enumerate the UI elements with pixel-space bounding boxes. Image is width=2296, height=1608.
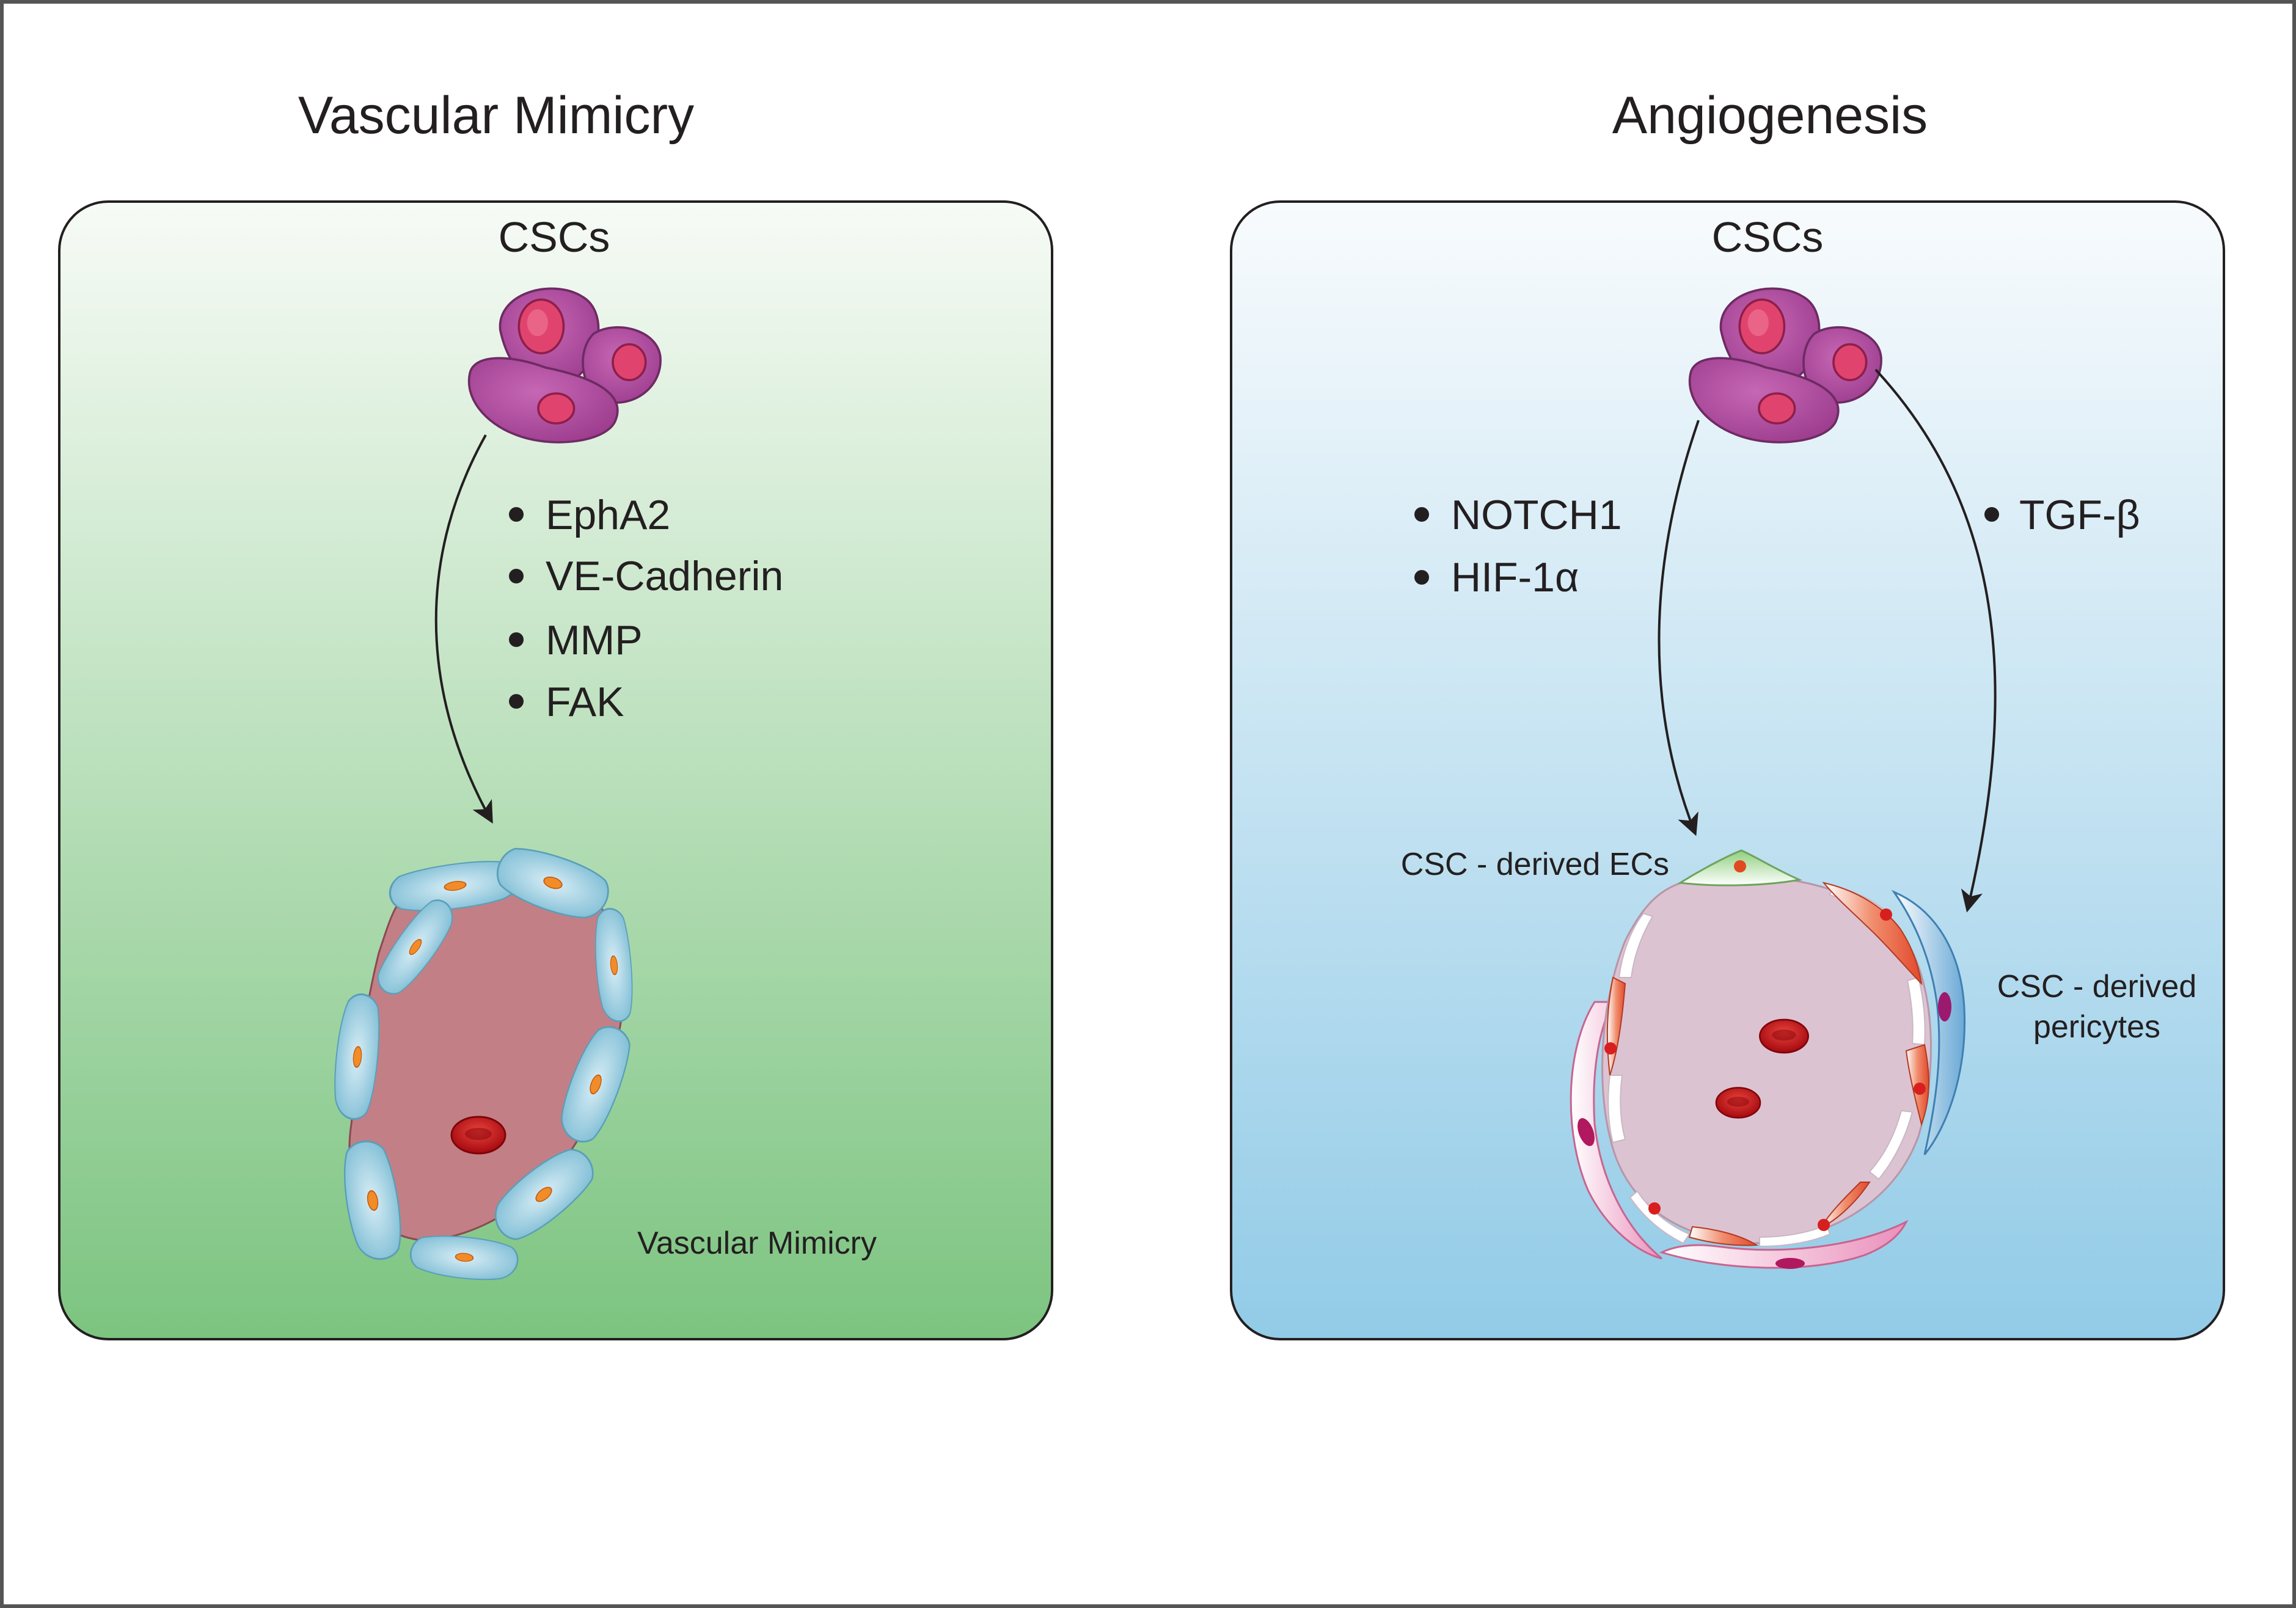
ec-nucleus <box>1914 1083 1926 1095</box>
left-panel-title: Vascular Mimicry <box>298 86 694 145</box>
endothelial-cell <box>1822 882 1923 985</box>
pericyte-cell <box>1659 1219 1909 1269</box>
factor-bullet <box>1984 507 1999 522</box>
angiogenesis-panel: Angiogenesis CSCs NOTCH1 HIF-1α TGF-β <box>1230 86 2225 1340</box>
ec-nucleus <box>1648 1202 1661 1215</box>
factor-bullet <box>509 507 524 522</box>
factor-item: MMP <box>546 617 643 663</box>
right-panel-title: Angiogenesis <box>1612 86 1928 145</box>
right-factor-list-left: NOTCH1 HIF-1α <box>1414 492 1622 601</box>
endothelial-cell <box>1688 1226 1759 1246</box>
ec-nucleus <box>1734 860 1746 872</box>
right-panel-box <box>1230 200 2225 1340</box>
pericyte-nucleus <box>1775 1258 1805 1269</box>
left-panel-box <box>58 200 1053 1340</box>
factor-bullet <box>1414 570 1429 585</box>
pericyte-cell <box>1570 1001 1662 1260</box>
pericyte-nucleus <box>1938 992 1951 1021</box>
left-cscs-label: CSCs <box>499 213 610 261</box>
factor-bullet <box>509 632 524 647</box>
ec-nucleus <box>1880 908 1892 921</box>
left-factor-list: EphA2 VE-Cadherin MMP FAK <box>509 492 783 725</box>
factor-item: NOTCH1 <box>1451 492 1622 538</box>
right-arrow-to-pericytes <box>1874 368 1997 913</box>
factor-item: FAK <box>546 679 624 725</box>
red-blood-cell <box>450 1116 506 1155</box>
factor-bullet <box>509 694 524 709</box>
ec-nucleus <box>1604 1042 1617 1054</box>
factor-bullet <box>509 569 524 583</box>
pericyte-nucleus <box>1578 1118 1595 1146</box>
red-blood-cell <box>1759 1018 1809 1054</box>
factor-bullet <box>1414 507 1429 522</box>
angiogenesis-vessel <box>1570 849 1966 1269</box>
factor-item: TGF-β <box>2019 492 2140 538</box>
vascular-mimicry-panel: Vascular Mimicry CSCs EphA2 VE-Cadherin … <box>58 86 1053 1340</box>
csc-derived-pericytes-label-line1: CSC - derived <box>1997 969 2197 1004</box>
vascular-mimicry-vessel <box>330 839 639 1284</box>
right-factor-list-right: TGF-β <box>1984 492 2140 538</box>
factor-item: HIF-1α <box>1451 554 1579 601</box>
factor-item: EphA2 <box>546 492 670 538</box>
csc-derived-pericytes-label-line2: pericytes <box>2033 1009 2160 1045</box>
pericyte-cell <box>1891 890 1966 1155</box>
csc-derived-ec-label: CSC - derived ECs <box>1401 847 1669 882</box>
ec-nucleus <box>1818 1219 1830 1231</box>
left-arrow <box>434 434 493 824</box>
vascular-mimicry-label: Vascular Mimicry <box>637 1226 877 1261</box>
right-cscs-label: CSCs <box>1712 213 1824 261</box>
factor-item: VE-Cadherin <box>546 553 783 599</box>
right-arrow-to-ecs <box>1658 420 1700 836</box>
red-blood-cell <box>1715 1087 1761 1119</box>
